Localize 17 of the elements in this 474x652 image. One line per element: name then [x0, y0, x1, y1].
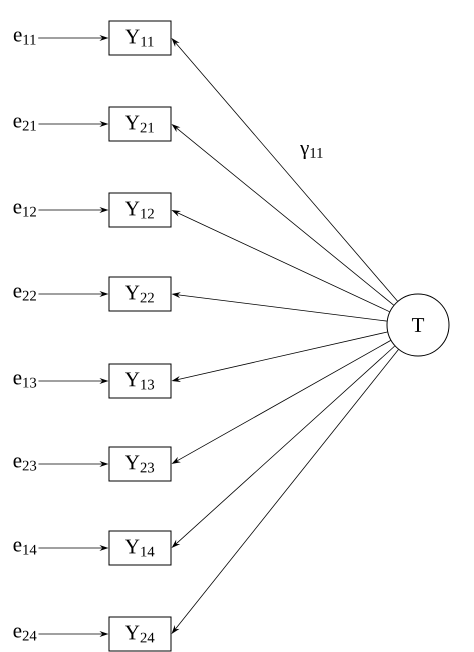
error-label: e$_{14}$ [14, 542, 37, 554]
error-label: e$_{13}$ [14, 374, 36, 388]
error-label: e$_{21}$ [14, 118, 36, 130]
variable-box: Y$_{13}$ [108, 364, 172, 398]
edge-label: γ$_{11}$ [299, 144, 325, 160]
error-label: e$_{12}$ [14, 204, 36, 216]
variable-box: Y$_{21}$ [108, 106, 172, 142]
variable-box: Y$_{22}$ [108, 276, 172, 312]
error-label: e$_{11}$ [14, 32, 36, 44]
variable-box: Y$_{24}$ [108, 616, 172, 652]
variable-box: Y$_{12}$ [108, 192, 172, 228]
error-label: e$_{23}$ [14, 457, 36, 471]
variable-box: Y$_{11}$ [108, 20, 172, 56]
variable-box: Y$_{14}$ [108, 530, 172, 566]
variable-box: Y$_{23}$ [108, 446, 172, 482]
error-label: e$_{22}$ [14, 288, 36, 300]
error-label: e$_{24}$ [14, 628, 37, 640]
